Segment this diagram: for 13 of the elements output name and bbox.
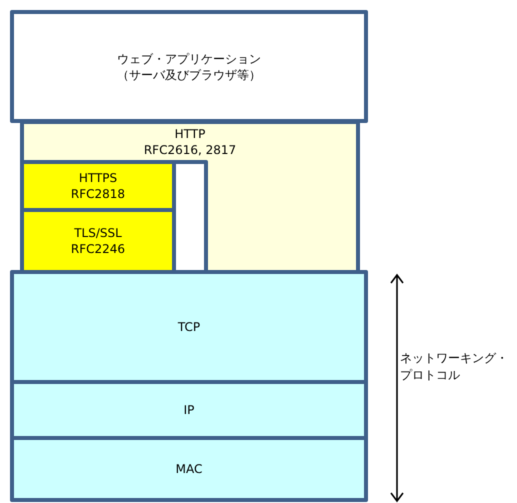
application-layer-box — [10, 10, 368, 123]
layer-name: MAC — [176, 461, 202, 477]
layer-name: ウェブ・アプリケーション（サーバ及びブラウザ等） — [116, 50, 262, 82]
layer-name: HTTP — [174, 126, 206, 142]
rfc-reference: RFC2616, 2817 — [144, 142, 236, 158]
rfc-reference: RFC2246 — [70, 241, 126, 257]
layer-name: TCP — [178, 319, 200, 335]
layer-name: HTTPS — [78, 170, 118, 186]
rfc-reference: RFC2818 — [70, 186, 126, 202]
layer-name: TLS/SSL — [74, 225, 122, 241]
layer-name: IP — [184, 402, 194, 418]
mac-layer-box — [10, 436, 368, 502]
bracket-label: ネットワーキング・プロトコル — [400, 350, 509, 384]
